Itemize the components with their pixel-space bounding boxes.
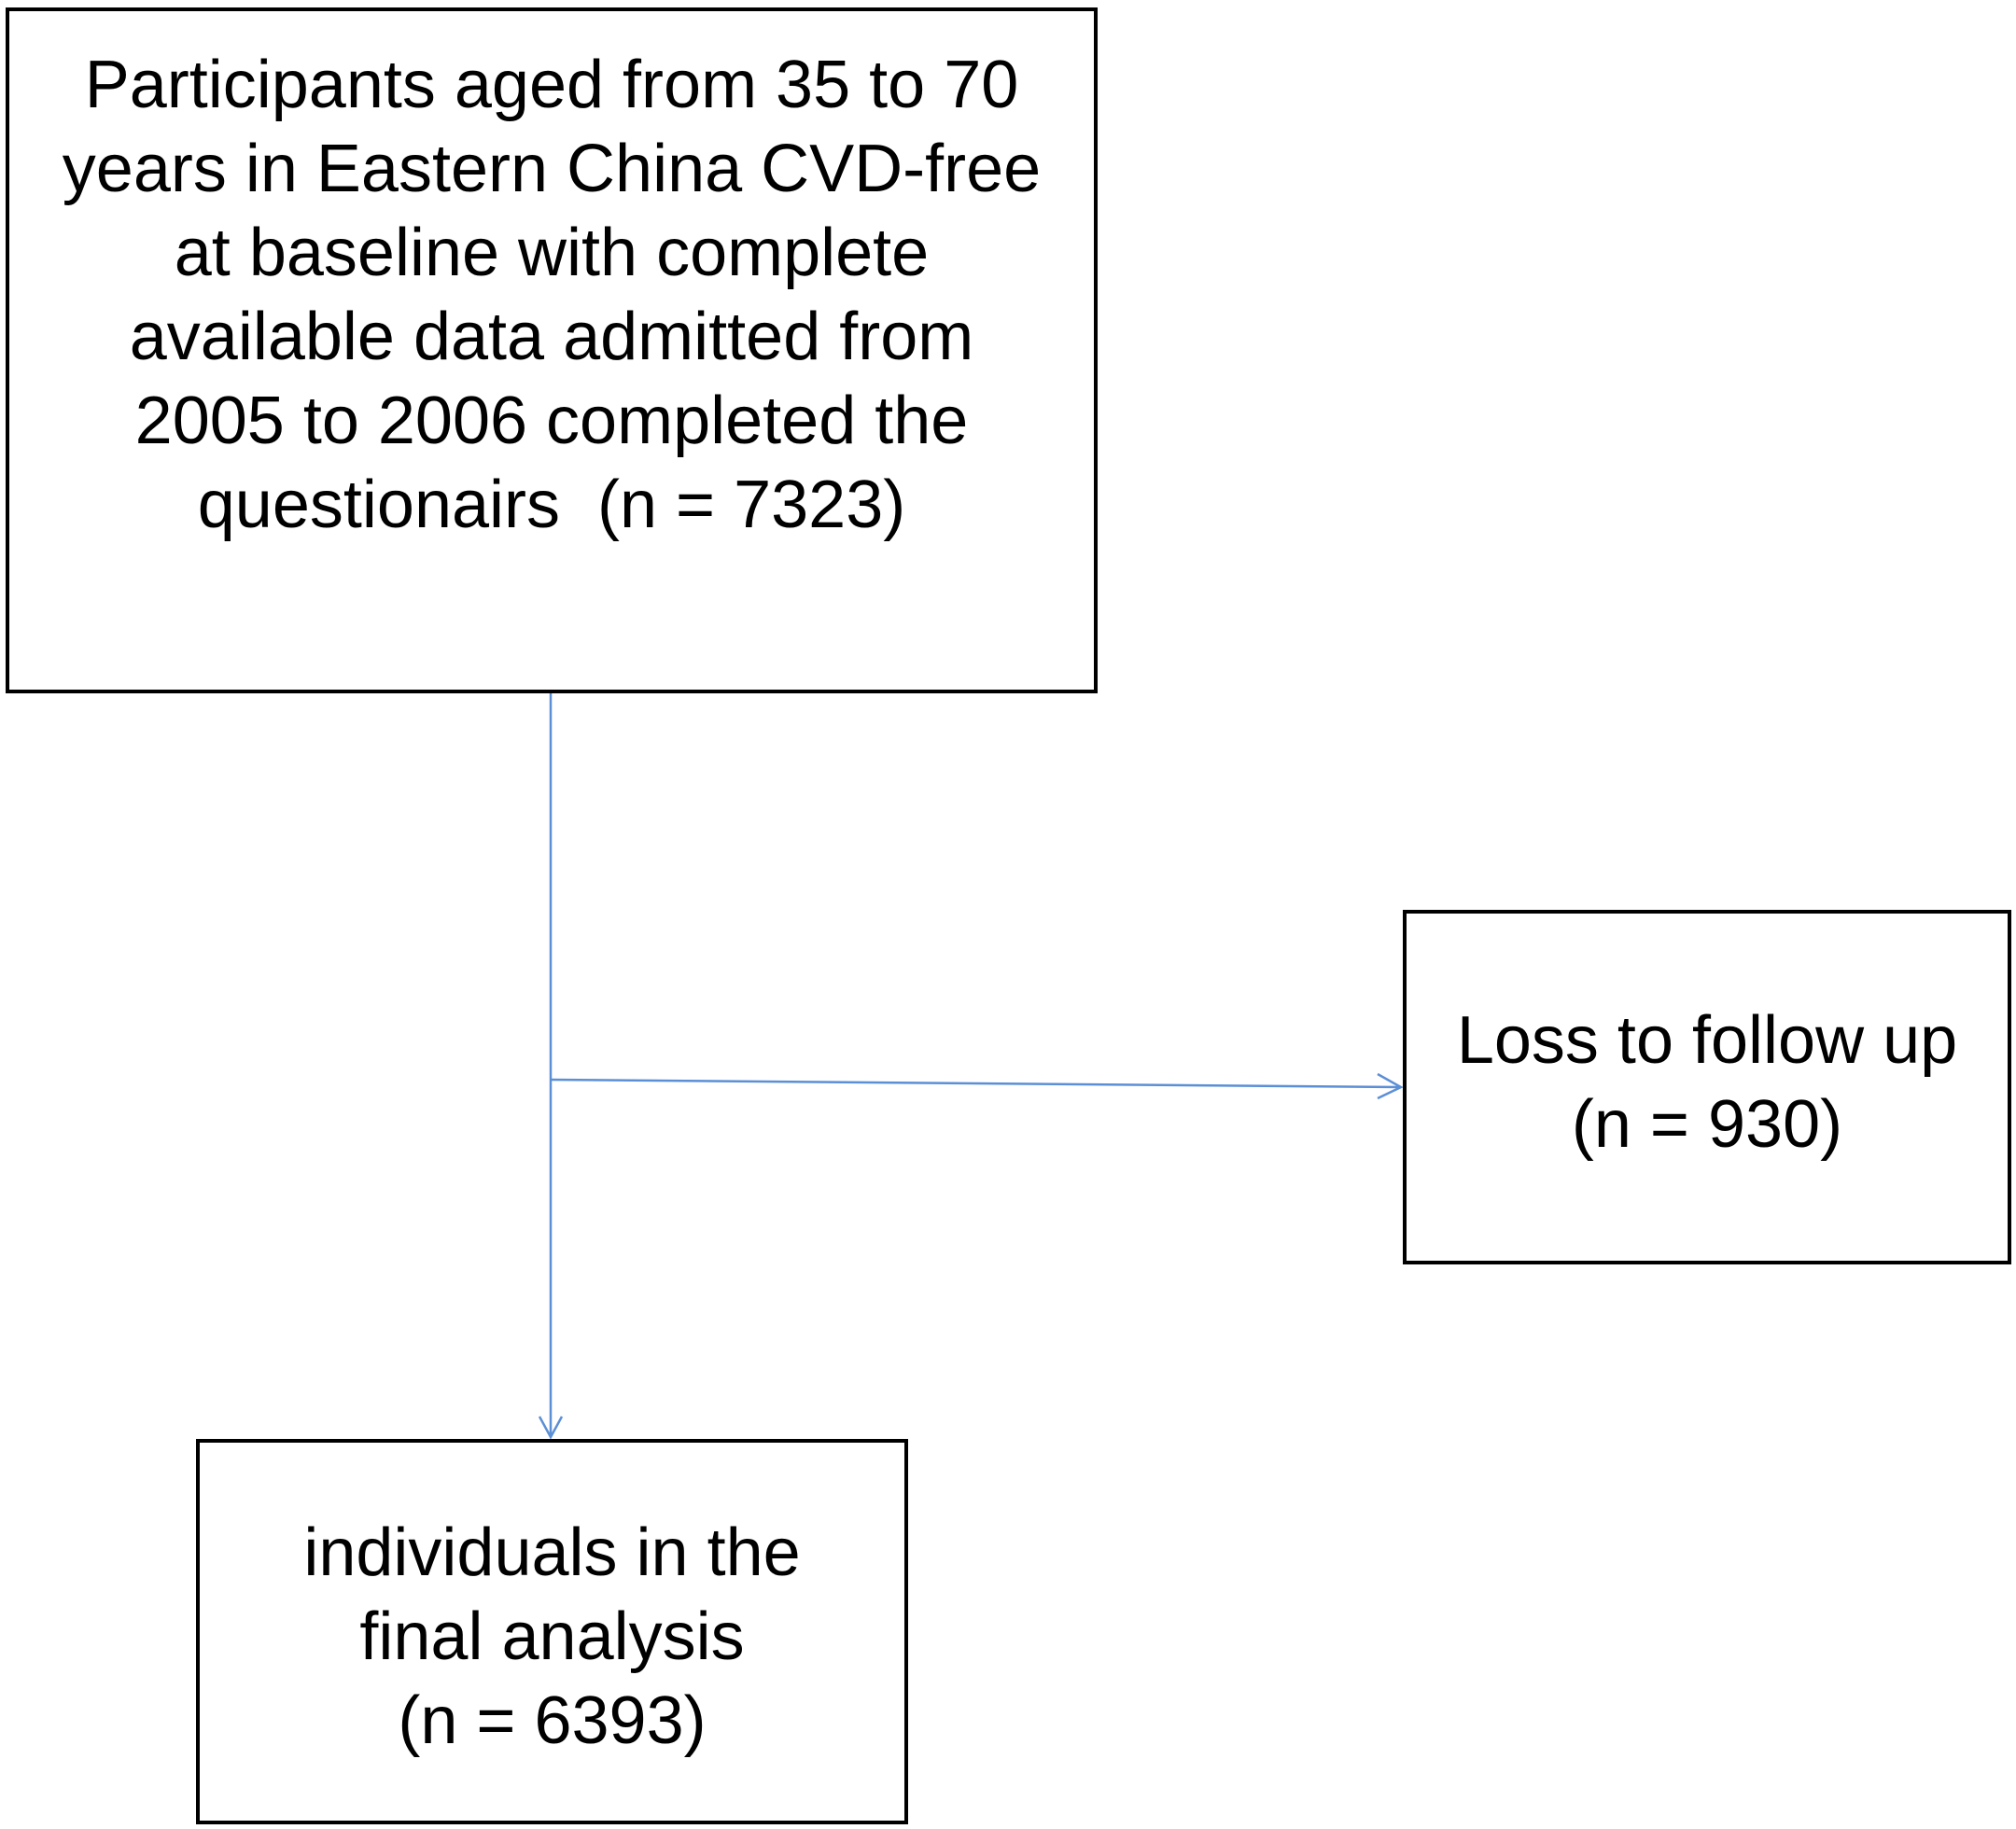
box-text-line: Participants aged from 35 to 70 <box>84 47 1019 122</box>
box-text-line: years in Eastern China CVD-free <box>62 131 1042 206</box>
box-text-line: 2005 to 2006 completed the <box>134 383 969 458</box>
box-text-line: individuals in the <box>303 1515 801 1590</box>
box-text-line: at baseline with complete <box>174 215 930 290</box>
loss-to-follow-up-box: Loss to follow up (n = 930) <box>1403 910 2011 1264</box>
box-text-line: (n = 6393) <box>398 1682 707 1758</box>
box-text-line: available data admitted from <box>129 299 974 374</box>
box-text-line: (n = 930) <box>1571 1087 1843 1162</box>
box-text-line: final analysis <box>359 1599 745 1674</box>
box-text-line: questionairs (n = 7323) <box>197 467 906 542</box>
box-text-line: Loss to follow up <box>1456 1003 1958 1078</box>
arrowhead-down-icon <box>538 1416 564 1440</box>
arrowhead-right-icon <box>1377 1072 1404 1100</box>
final-analysis-box: individuals in the final analysis (n = 6… <box>196 1439 908 1824</box>
arrow-enrolled-to-excluded <box>550 1078 1402 1089</box>
enrolled-participants-box: Participants aged from 35 to 70 years in… <box>6 7 1098 693</box>
